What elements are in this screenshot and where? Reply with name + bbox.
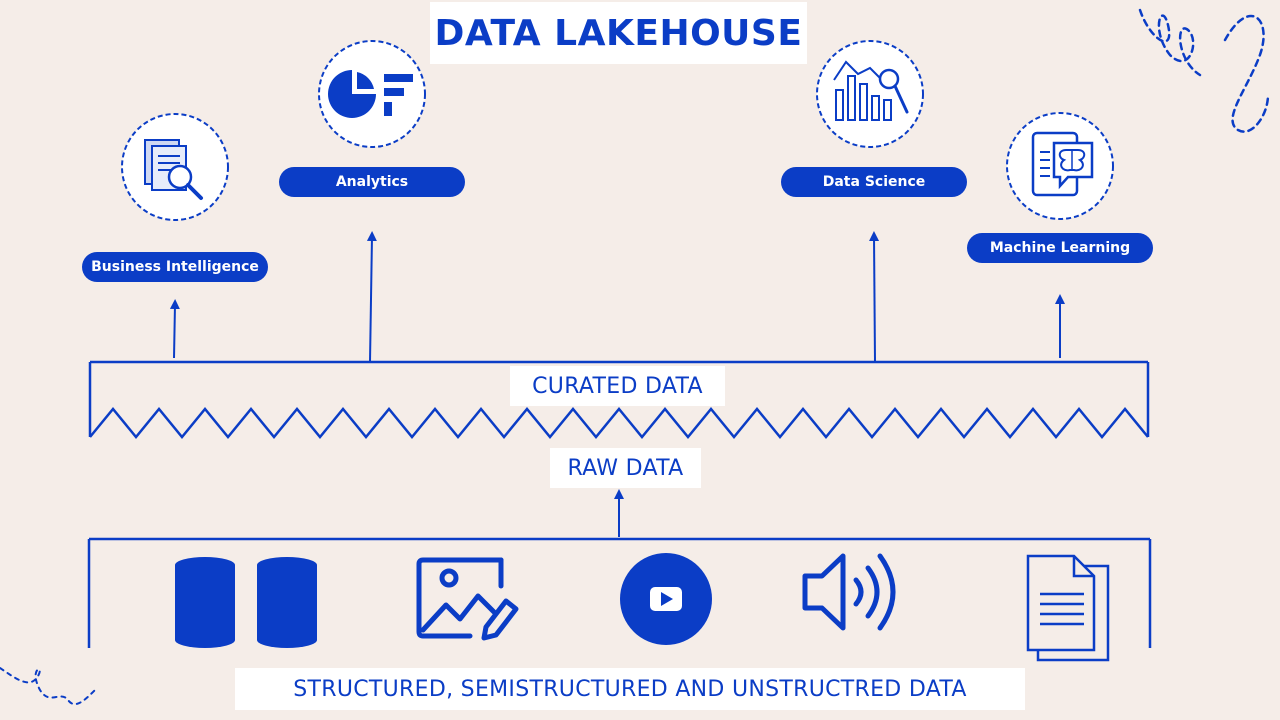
document-icon [1026, 554, 1110, 662]
database-icon-2 [257, 557, 317, 648]
sources-bracket [87, 537, 1152, 648]
sources-label: STRUCTURED, SEMISTRUCTURED AND UNSTRUCTR… [235, 668, 1025, 710]
curated-data-label: CURATED DATA [510, 366, 725, 406]
image-edit-icon [416, 557, 519, 641]
decorative-doodle-top-right [1138, 8, 1270, 133]
curated-data-layer [88, 360, 1150, 439]
raw-data-label: RAW DATA [550, 448, 701, 488]
machine-learning-label: Machine Learning [967, 233, 1153, 263]
database-icon [175, 557, 235, 648]
business-intelligence-icon [121, 113, 229, 221]
consumer-arrows [169, 231, 1065, 363]
analytics-label: Analytics [279, 167, 465, 197]
data-science-label: Data Science [781, 167, 967, 197]
data-science-icon [816, 40, 924, 148]
decorative-doodle-bottom-left [0, 667, 96, 706]
machine-learning-icon [1006, 112, 1114, 220]
analytics-icon [318, 40, 426, 148]
audio-speaker-icon [802, 553, 896, 631]
business-intelligence-label: Business Intelligence [82, 252, 268, 282]
video-play-icon [620, 553, 712, 645]
diagram-title: DATA LAKEHOUSE [430, 2, 807, 64]
